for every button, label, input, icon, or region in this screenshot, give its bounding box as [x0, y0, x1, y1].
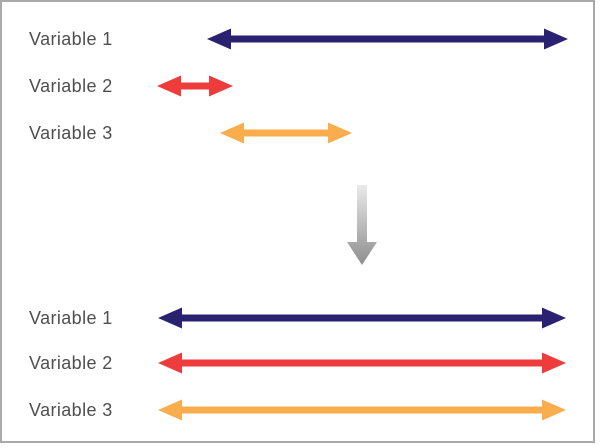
variable-3-range-arrow-after — [158, 399, 566, 421]
variable-1-label-after: Variable 1 — [29, 308, 113, 328]
variable-1-label-before: Variable 1 — [29, 29, 113, 49]
variable-2-label-after: Variable 2 — [29, 353, 113, 373]
variable-2-label-before: Variable 2 — [29, 76, 113, 96]
transition-down-arrow-icon — [347, 185, 377, 265]
variable-2-range-arrow-after — [158, 352, 566, 374]
variable-3-range-arrow-before — [220, 122, 352, 144]
variable-3-label-before: Variable 3 — [29, 123, 113, 143]
variable-2-range-arrow-before — [157, 75, 233, 97]
variable-1-range-arrow-after — [158, 307, 566, 329]
variable-1-range-arrow-before — [207, 28, 568, 50]
variable-3-label-after: Variable 3 — [29, 400, 113, 420]
